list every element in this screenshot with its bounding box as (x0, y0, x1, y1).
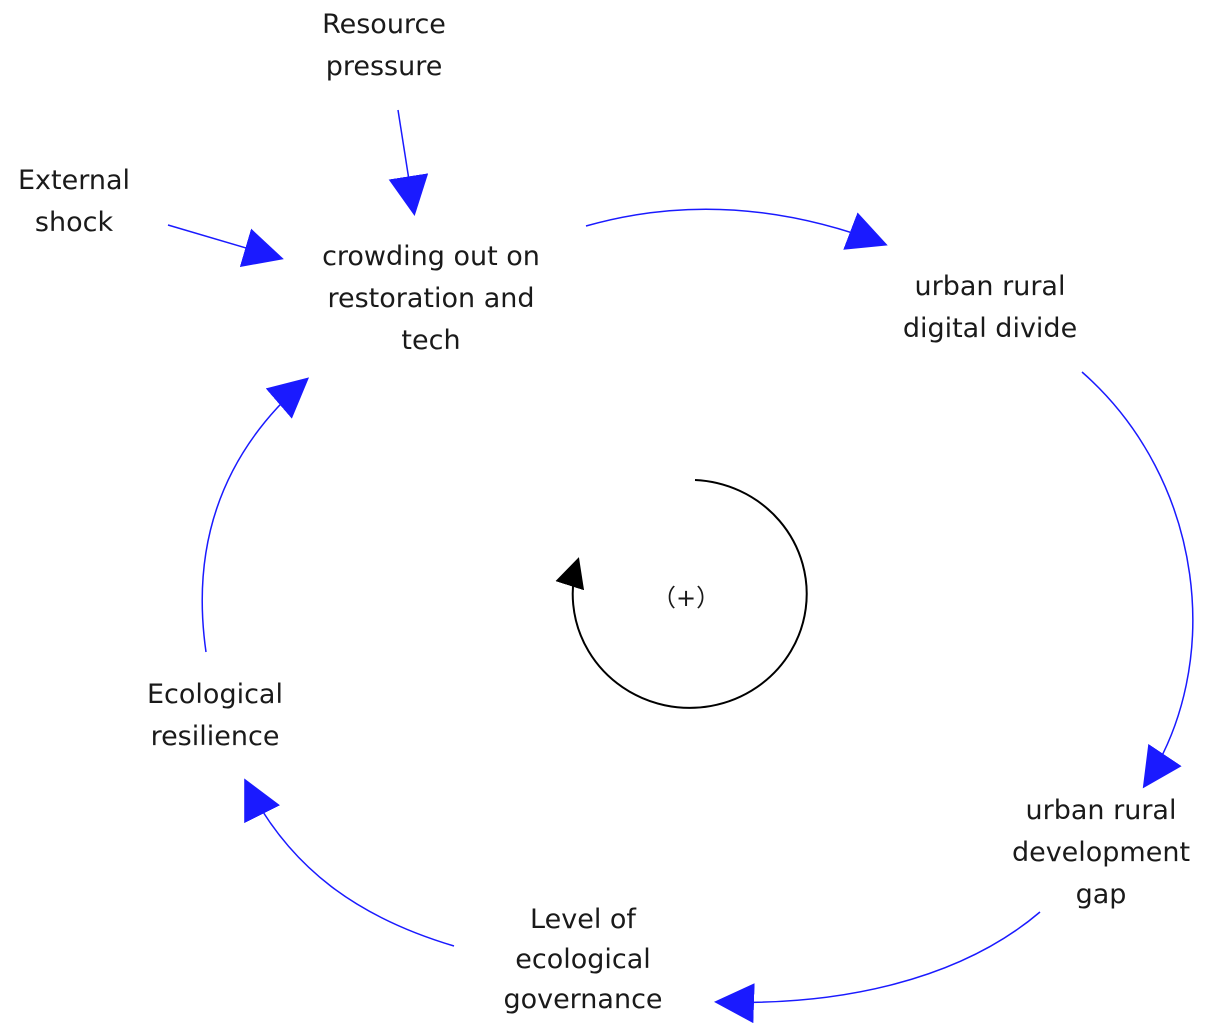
node-line: pressure (325, 51, 443, 82)
node-ecological-resilience: Ecological resilience (112, 674, 318, 758)
node-line: shock (34, 207, 114, 238)
link-resilience-to-crowding-out (201, 377, 310, 653)
node-line: governance (503, 984, 663, 1015)
link-crowding-out-to-digital-divide (585, 208, 888, 250)
node-digital-divide: urban rural digital divide (870, 266, 1110, 350)
node-line: urban rural (1025, 795, 1177, 826)
link-digital-divide-to-development-gap (1081, 371, 1194, 789)
loop-polarity-label: （+） (652, 584, 721, 612)
node-crowding-out: crowding out on restoration and tech (290, 236, 572, 362)
node-line: crowding out on (322, 241, 540, 272)
link-resource-pressure-to-crowding-out (388, 109, 429, 216)
node-external-shock: External shock (0, 160, 148, 244)
node-ecological-governance: Level of ecological governance (468, 900, 698, 1020)
link-external-shock-to-crowding-out (167, 224, 284, 268)
node-line: tech (401, 325, 461, 356)
node-line: Resource (322, 9, 446, 40)
link-governance-to-resilience (244, 778, 455, 947)
node-resource-pressure: Resource pressure (284, 4, 484, 88)
node-line: Ecological (147, 679, 283, 710)
node-line: gap (1075, 879, 1127, 910)
link-development-gap-to-governance (714, 911, 1041, 1024)
node-line: digital divide (902, 313, 1078, 344)
node-line: urban rural (914, 271, 1066, 302)
node-line: ecological (515, 944, 651, 975)
node-line: resilience (150, 721, 280, 752)
node-line: development (1011, 837, 1191, 868)
node-line: External (17, 165, 131, 196)
loop-direction-arrow (555, 479, 808, 709)
node-line: Level of (530, 904, 636, 935)
node-development-gap: urban rural development gap (990, 790, 1212, 916)
node-line: restoration and (327, 283, 535, 314)
